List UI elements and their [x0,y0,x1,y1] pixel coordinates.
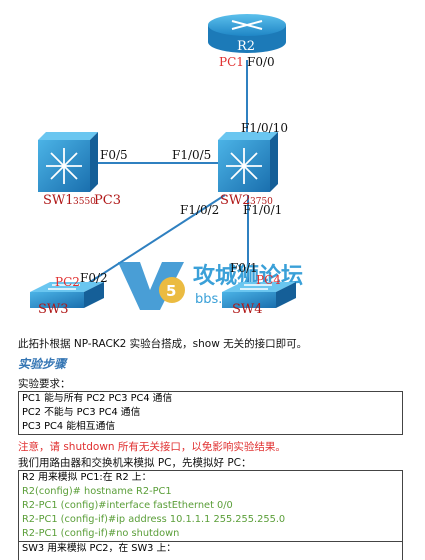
r2-pc-label: PC1 [219,55,244,69]
sw1-name: SW1 [43,193,74,208]
sw4-pc-label: PC4 [256,273,281,287]
sw2-port-to-r2: F1/0/10 [241,121,288,135]
sw1-model: 3550 [73,197,96,207]
requirements-box: PC1 能与所有 PC2 PC3 PC4 通信 PC2 不能与 PC3 PC4 … [18,391,403,435]
sw2-port-to-sw1: F1/0/5 [172,148,211,162]
sw2-name: SW2 [220,193,251,208]
sw4-name: SW4 [232,302,263,317]
config-line: R2-PC1 (config-if)#ip address 10.1.1.1 2… [22,514,286,525]
switch-sw3-icon [30,282,104,308]
sw4-port-label: F0/1 [230,261,258,275]
requirement-item: PC1 能与所有 PC2 PC3 PC4 通信 [22,393,173,404]
sw2-port-to-sw3: F1/0/2 [180,203,219,217]
sw2-model: 3750 [250,197,273,207]
steps-heading: 实验步骤 [18,357,67,371]
sw3-config-header: SW3 用来模拟 PC2，在 SW3 上： [19,541,402,556]
config-line: R2-PC1 (config)#interface fastEthernet 0… [22,500,233,511]
router-r2-icon [208,14,286,53]
r2-config-header: R2 用来模拟 PC1:在 R2 上： [22,472,152,483]
r2-port-label: F0/0 [247,55,275,69]
config-box: R2 用来模拟 PC1:在 R2 上： R2(config)# hostname… [18,470,403,560]
config-line: R2(config)# hostname R2-PC1 [22,486,172,497]
sw3-port-label: F0/2 [80,271,108,285]
intro-text: 此拓扑根据 NP-RACK2 实验台搭成，show 无关的接口即可。 [18,338,308,350]
sw3-pc-label: PC2 [55,275,80,289]
requirement-item: PC3 PC4 能相互通信 [22,421,116,432]
link-sw2-sw3 [69,194,226,296]
sw3-name: SW3 [38,302,69,317]
r2-name: R2 [237,39,255,54]
sw1-pc-label: PC3 [94,193,121,208]
config-line: R2-PC1 (config-if)#no shutdown [22,528,180,539]
note-text: 注意，请 shutdown 所有无关接口，以免影响实验结果。 [18,441,286,453]
network-topology-diagram: 5 攻城狮论坛 bbs.vc5.com R2 PC1 F0/0 SW2 3750… [30,14,303,317]
simulate-intro: 我们用路由器和交换机来模拟 PC，先模拟好 PC： [18,457,252,469]
svg-text:5: 5 [166,282,176,300]
sw1-port-label: F0/5 [100,148,128,162]
requirements-title: 实验要求： [18,378,71,390]
switch-sw4-icon [222,282,296,308]
sw2-port-to-sw4: F1/0/1 [243,203,282,217]
requirement-item: PC2 不能与 PC3 PC4 通信 [22,407,141,418]
watermark-logo: 5 [118,262,185,310]
switch-sw1-icon [38,132,98,192]
switch-sw2-icon [218,132,278,192]
